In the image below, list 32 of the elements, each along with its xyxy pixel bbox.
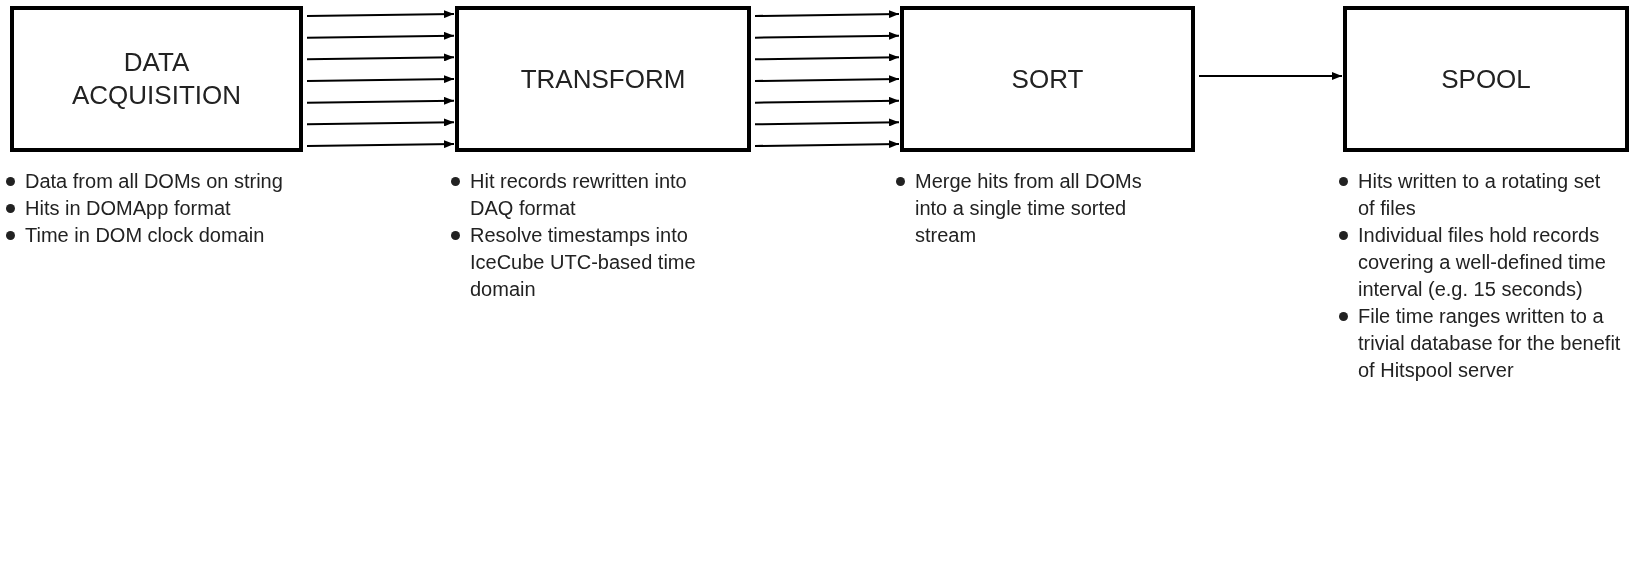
bullet-text: File time ranges written to a trivial database for the benefit of Hitspool server xyxy=(1358,304,1622,383)
arrow xyxy=(754,96,900,105)
box-label: TRANSFORM xyxy=(519,62,687,96)
bullet-text: Individual files hold records covering a well-defined time interval (e.g. 15 seconds) xyxy=(1358,223,1607,302)
arrow xyxy=(754,10,900,19)
box-label: SPOOL xyxy=(1440,62,1532,96)
arrow xyxy=(754,53,900,62)
arrow xyxy=(306,140,455,149)
arrow xyxy=(754,140,900,149)
bullet-text: Merge hits from all DOMs into a single time sorted stream xyxy=(915,169,1143,248)
arrow xyxy=(1198,72,1343,80)
arrow xyxy=(306,118,455,127)
bullet-text: Resolve timestamps into IceCube UTC-based time domain xyxy=(470,223,697,302)
bullet-text: Hits in DOMApp format xyxy=(25,196,231,221)
arrow xyxy=(754,118,900,127)
arrow xyxy=(754,31,900,40)
bullet-text: Time in DOM clock domain xyxy=(25,223,265,248)
bullet-text: Hits written to a rotating set of files xyxy=(1358,169,1602,221)
box-label: DATA ACQUISITION xyxy=(71,46,242,112)
process-box xyxy=(900,6,1195,152)
bullet-text: Data from all DOMs on string xyxy=(25,169,283,194)
arrow xyxy=(306,75,455,84)
process-box xyxy=(10,6,303,152)
bullet-text: Hit records rewritten into DAQ format xyxy=(470,169,688,221)
arrow xyxy=(754,75,900,84)
box-label: SORT xyxy=(1010,62,1085,96)
arrow xyxy=(306,53,455,62)
process-box xyxy=(1343,6,1629,152)
arrow xyxy=(306,96,455,105)
arrow xyxy=(306,31,455,40)
arrow xyxy=(306,10,455,19)
process-box xyxy=(455,6,751,152)
